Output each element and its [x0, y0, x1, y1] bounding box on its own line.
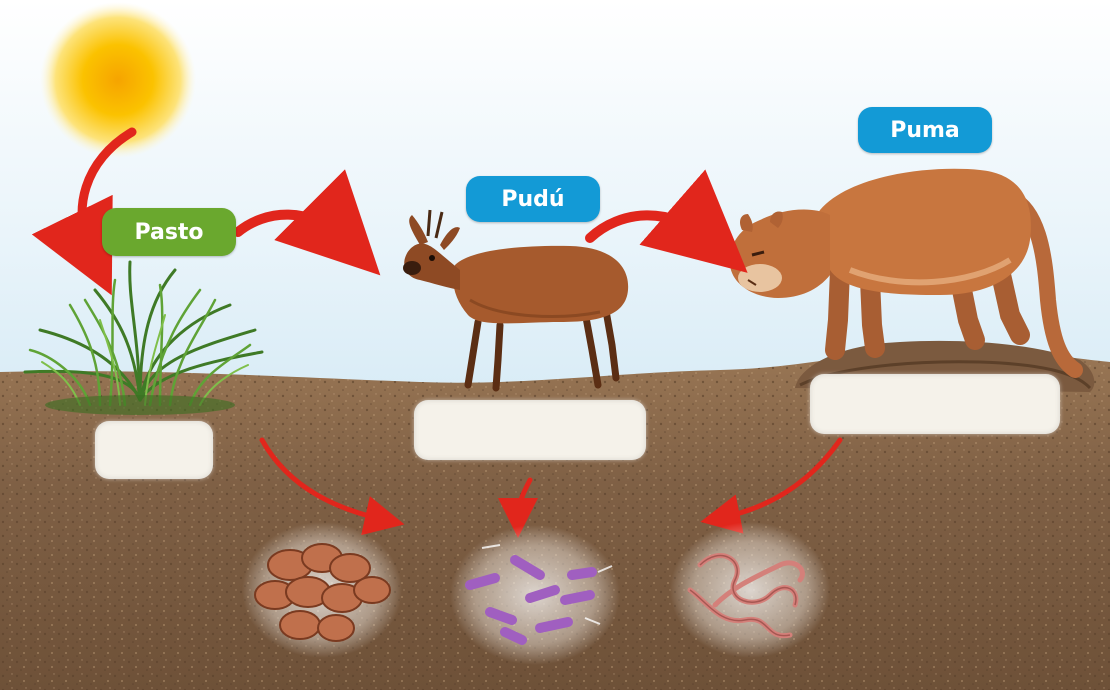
label-pudu: Pudú [466, 176, 600, 222]
answer-box-puma[interactable] [810, 374, 1060, 434]
label-puma: Puma [858, 107, 992, 153]
earthworm-icon [670, 522, 830, 658]
bacteria-icon [450, 525, 620, 665]
label-pasto: Pasto [102, 208, 236, 256]
answer-box-pudu[interactable] [414, 400, 646, 460]
fungi-icon [242, 522, 402, 658]
sun-icon [40, 2, 196, 158]
answer-box-pasto[interactable] [95, 421, 213, 479]
